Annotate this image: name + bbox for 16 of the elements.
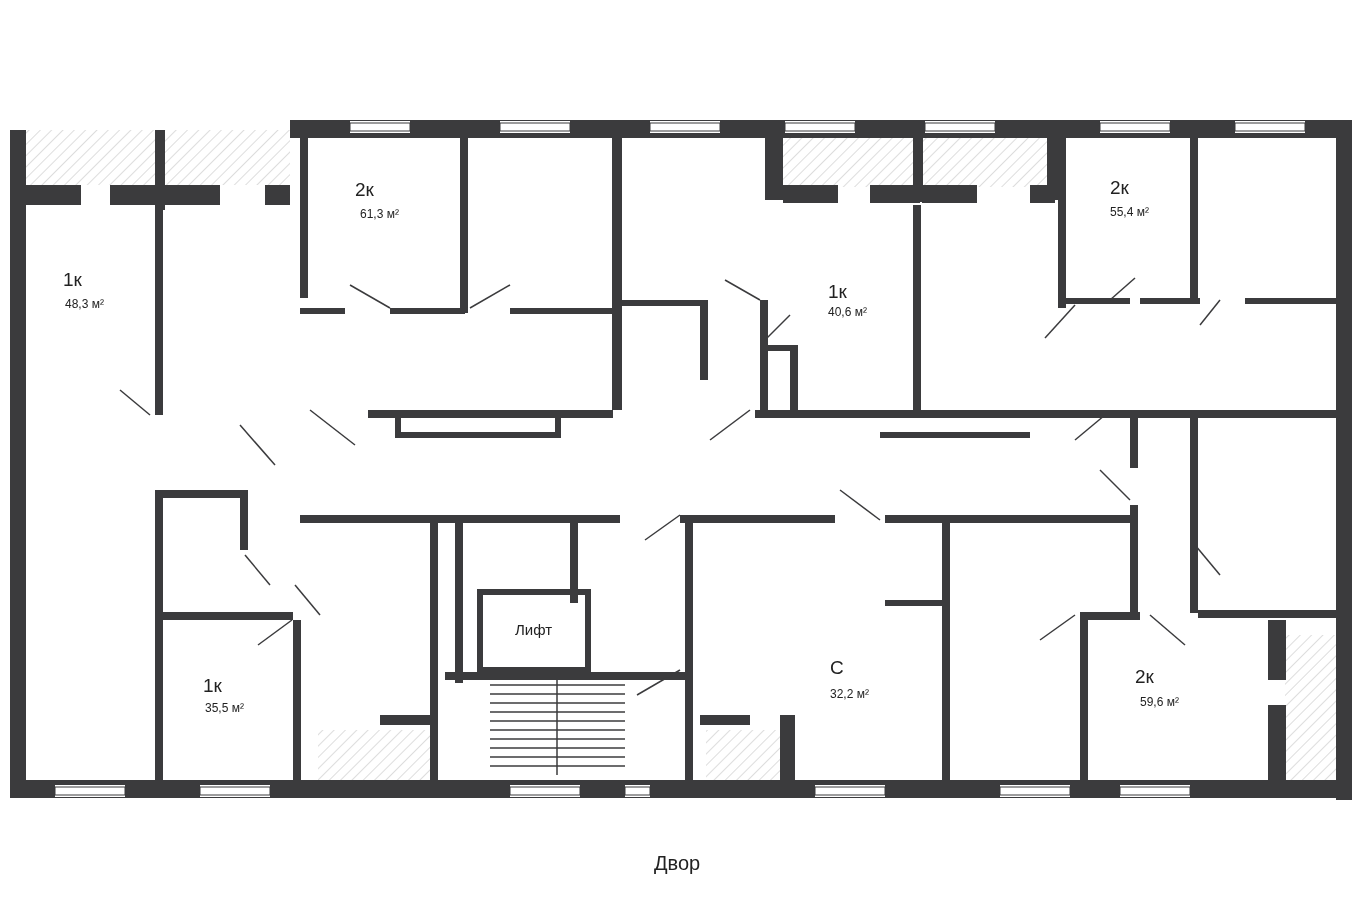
apartment-area: 59,6 м² [1140,696,1179,708]
elevator-label: Лифт [515,622,553,637]
apartment-area: 40,6 м² [828,306,867,318]
apartment-area: 32,2 м² [830,688,869,700]
apartment-area: 48,3 м² [65,298,104,310]
apartment-area: 35,5 м² [205,702,244,714]
apartment-type: 1к [828,282,847,301]
apartment-type: 1к [63,270,82,289]
apartment-type: 2к [1110,178,1129,197]
apartment-type: 2к [355,180,374,199]
courtyard-label: Двор [654,853,701,873]
apartment-type: С [830,658,844,677]
apartment-area: 61,3 м² [360,208,399,220]
apartment-area: 55,4 м² [1110,206,1149,218]
apartment-type: 1к [203,676,222,695]
apartment-type: 2к [1135,667,1154,686]
